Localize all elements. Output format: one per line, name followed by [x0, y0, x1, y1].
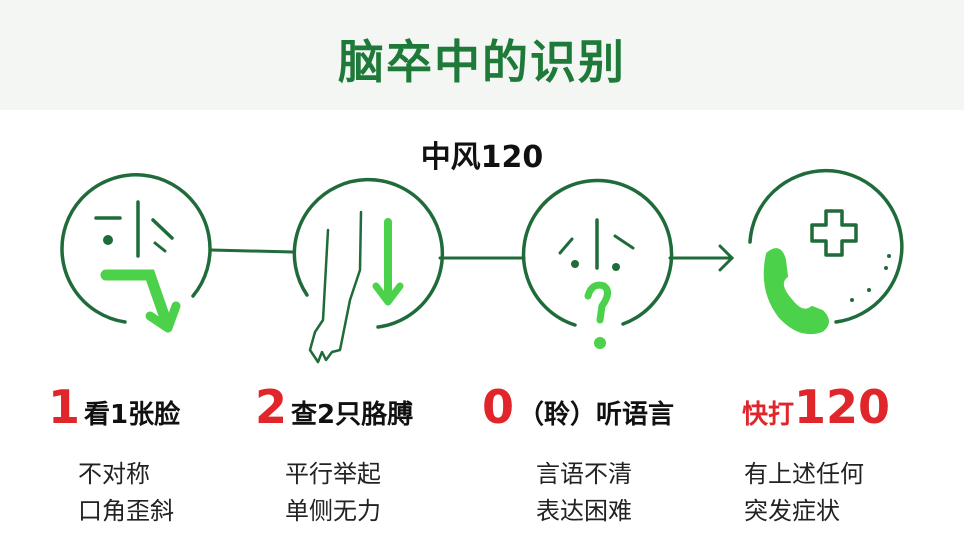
face-drooping-mouth-icon [60, 173, 212, 333]
step-desc-line: 突发症状 [744, 497, 840, 525]
step-number: 120 [794, 380, 891, 434]
step-desc-line: 口角歪斜 [78, 497, 174, 525]
step-desc-line: 言语不清 [536, 460, 632, 488]
header-band [0, 0, 964, 110]
step-desc-line: 平行举起 [285, 460, 381, 488]
step-desc-line: 不对称 [78, 460, 150, 488]
step-3: 0（聆）听语言 言语不清表达困难 [482, 380, 674, 530]
step-desc-line: 有上述任何 [744, 460, 864, 488]
step-number: 2 [255, 380, 288, 434]
step-desc-line: 单侧无力 [285, 497, 381, 525]
page-title: 脑卒中的识别 [338, 35, 626, 89]
step-desc-line: 表达困难 [536, 497, 632, 525]
step-number: 1 [48, 380, 81, 434]
arm-falling-icon [292, 177, 445, 364]
step-label: 快打 [742, 400, 795, 430]
step-label: （聆）听语言 [518, 400, 675, 430]
arrow-icon [668, 244, 735, 272]
step-label: 查2只胳膊 [291, 400, 414, 430]
connector-line [209, 248, 295, 254]
subtitle: 中风120 [420, 140, 544, 175]
step-number: 0 [482, 380, 515, 434]
step-label: 看1张脸 [84, 400, 181, 430]
phone-medical-cross-icon [748, 168, 904, 335]
face-question-mark-icon [521, 178, 674, 349]
